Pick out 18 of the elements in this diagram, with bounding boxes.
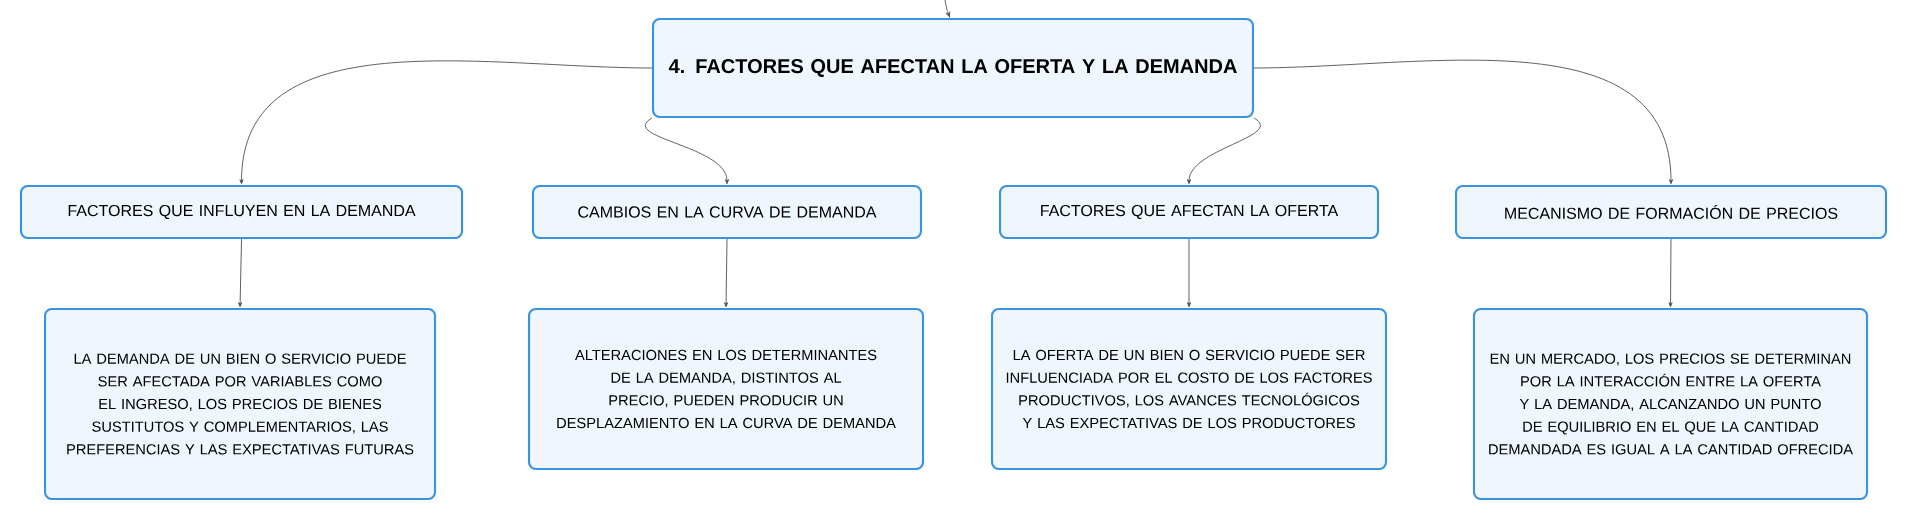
- topic-box: MECANISMO DE FORMACIÓN DE PRECIOS: [1454, 184, 1888, 240]
- title-box: 4. FACTORES QUE AFECTAN LA OFERTA Y LA DEMANDA: [651, 17, 1255, 119]
- topic-box: FACTORES QUE AFECTAN LA OFERTA: [998, 184, 1380, 240]
- topic-box: CAMBIOS EN LA CURVA DE DEMANDA: [531, 184, 923, 240]
- arrow: [645, 117, 730, 185]
- description-box: EN UN MERCADO, LOS PRECIOS SE DETERMINAN POR LA INTERACCIÓN ENTRE LA OFERTA Y LA DEMANDA, ALCANZANDO UN PUNTO DE EQUILIBRIO EN EL QUE LA CANTIDAD DEMANDADA ES IGUAL A LA CANTIDAD OFRECIDA: [1472, 307, 1869, 501]
- arrow: [239, 60, 653, 185]
- description-box: LA OFERTA DE UN BIEN O SERVICIO PUEDE SER INFLUENCIADA POR EL COSTO DE LOS FACTORES PRODUCTIVOS, LOS AVANCES TECNOLÓGICOS Y LAS EXPECTATIVAS DE LOS PRODUCTORES: [990, 307, 1388, 471]
- arrow: [1186, 238, 1192, 308]
- arrow: [944, 0, 951, 18]
- description-box: ALTERACIONES EN LOS DETERMINANTES DE LA DEMANDA, DISTINTOS AL PRECIO, PUEDEN PRODUCIR UN DESPLAZAMIENTO EN LA CURVA DE DEMANDA: [527, 307, 925, 471]
- topic-box: FACTORES QUE INFLUYEN EN LA DEMANDA: [19, 184, 464, 240]
- arrow: [238, 238, 243, 308]
- arrow: [1253, 59, 1674, 185]
- description-box: LA DEMANDA DE UN BIEN O SERVICIO PUEDE SER AFECTADA POR VARIABLES COMO EL INGRESO, LOS PRECIOS DE BIENES SUSTITUTOS Y COMPLEMENTARIOS, LAS PREFERENCIAS Y LAS EXPECTATIVAS FUTURAS: [43, 307, 437, 501]
- arrow: [1186, 117, 1261, 185]
- arrow: [724, 238, 729, 308]
- arrow: [1668, 238, 1673, 308]
